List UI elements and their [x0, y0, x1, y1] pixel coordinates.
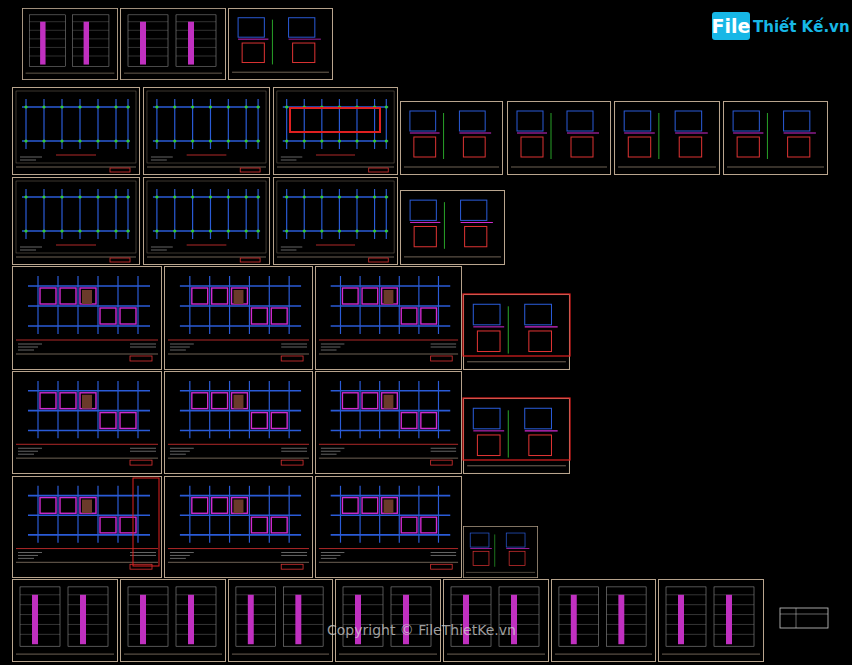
watermark: Copyright © FileThietKe.vn [327, 622, 516, 638]
logo-text: File [712, 15, 751, 37]
logo-text: Thiết Kế.vn [753, 18, 850, 36]
logo-box [712, 12, 750, 40]
